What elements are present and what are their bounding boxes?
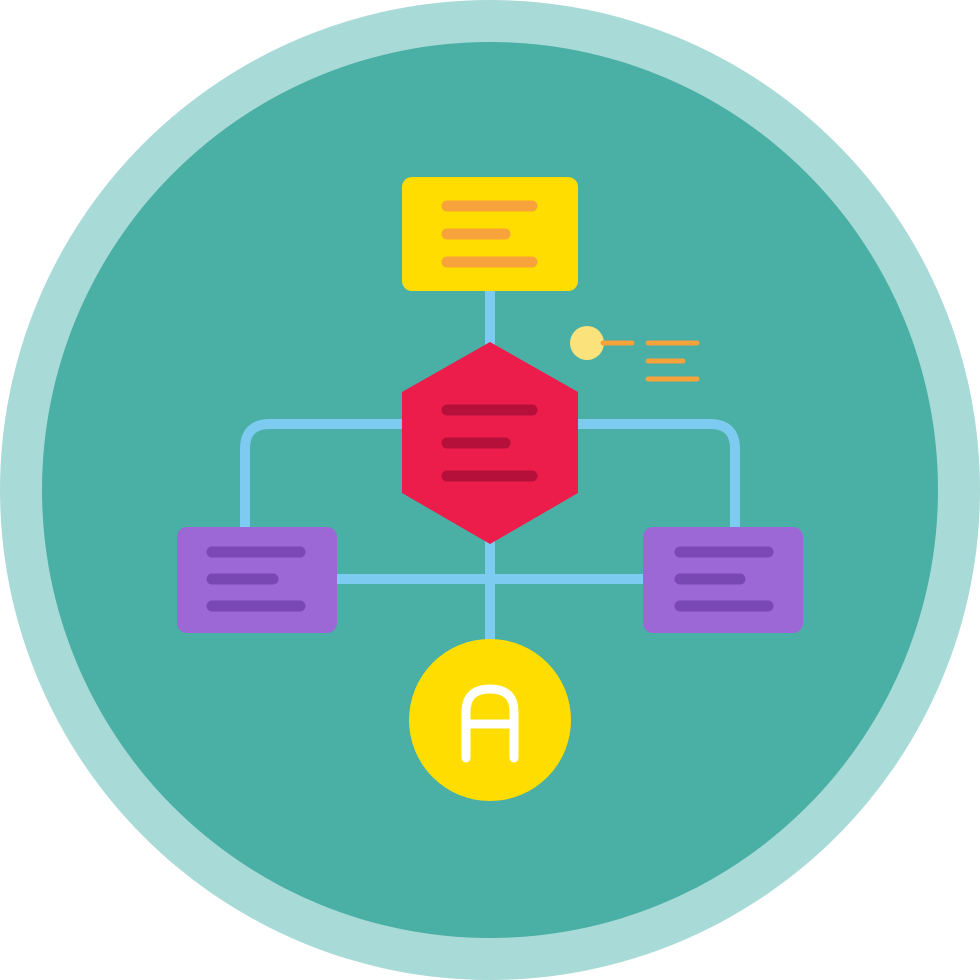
right-process-box xyxy=(643,527,803,633)
decision-hexagon xyxy=(402,342,578,544)
terminal-letter-glyph xyxy=(461,684,519,763)
connector-lines xyxy=(240,288,740,645)
left-process-box xyxy=(177,527,337,633)
annotation-marker xyxy=(570,326,700,382)
terminal-node xyxy=(409,639,571,801)
top-process-box xyxy=(402,177,578,291)
annotation-dot xyxy=(570,326,604,360)
connector-left-branch xyxy=(240,419,405,530)
connector-right-branch xyxy=(575,419,740,530)
